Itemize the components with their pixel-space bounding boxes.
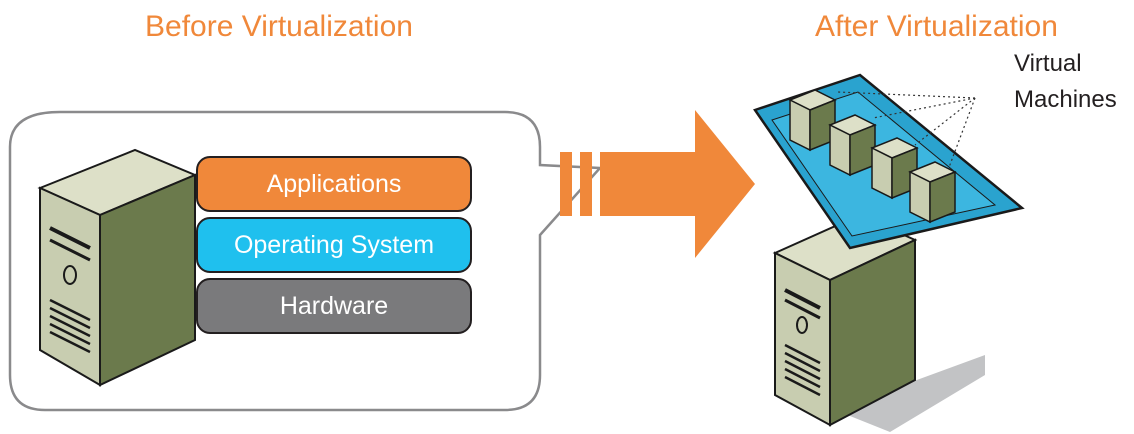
layer-hardware: Hardware bbox=[196, 278, 472, 334]
vm-label-line1: Virtual bbox=[1014, 50, 1082, 77]
server-icon bbox=[37, 148, 198, 387]
arrow-icon bbox=[560, 110, 755, 258]
server-shadow-right bbox=[835, 355, 985, 432]
layer-applications: Applications bbox=[196, 156, 472, 212]
virtual-machines-label: Virtual Machines bbox=[1014, 46, 1117, 118]
vm-pointer-lines bbox=[837, 91, 976, 171]
virtual-machine-icon bbox=[908, 161, 957, 224]
vm-label-line2: Machines bbox=[1014, 86, 1117, 113]
heading-before: Before Virtualization bbox=[145, 10, 413, 43]
layer-operating-system: Operating System bbox=[196, 217, 472, 273]
virtual-machine-icon bbox=[828, 114, 877, 177]
virtual-machine-icon bbox=[788, 89, 837, 152]
heading-after: After Virtualization bbox=[815, 10, 1058, 43]
